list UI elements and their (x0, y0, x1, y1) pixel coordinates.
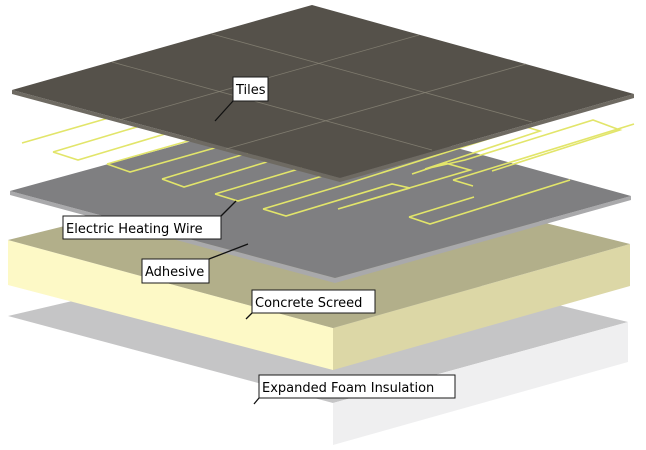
adhesive-label-text: Adhesive (145, 265, 204, 280)
foam-insulation-label-text: Expanded Foam Insulation (262, 381, 434, 396)
tiles-top-face (12, 5, 634, 178)
grout-line (118, 34, 420, 121)
heating-wire-layer (21, 116, 635, 225)
grout-line (111, 61, 433, 151)
heating-wire-path (21, 116, 635, 225)
adhesive-leader-line (208, 243, 249, 260)
adhesive-top-face (10, 108, 631, 278)
heating-wire-label-text: Electric Heating Wire (66, 222, 203, 237)
adhesive-label: Adhesive (141, 258, 210, 284)
tiles-label-text: Tiles (235, 83, 266, 98)
tiles-layer (12, 5, 634, 182)
grout-line (211, 33, 533, 123)
concrete-screed-label: Concrete Screed (251, 289, 376, 314)
screed-left-face (8, 240, 333, 370)
concrete-screed-label-text: Concrete Screed (255, 296, 362, 311)
foam-insulation-label: Expanded Foam Insulation (258, 374, 456, 399)
foam-right-face (333, 322, 628, 445)
heating-wire-leader-line (220, 200, 237, 217)
tiles-leader-line (214, 100, 234, 122)
heating-wire-label: Electric Heating Wire (62, 215, 222, 240)
foam-leader-line (253, 397, 260, 405)
grout-line (225, 63, 527, 150)
adhesive-layer (10, 108, 631, 283)
screed-leader-line (245, 312, 253, 320)
screed-right-face (333, 244, 630, 370)
tiles-label: Tiles (232, 76, 269, 102)
